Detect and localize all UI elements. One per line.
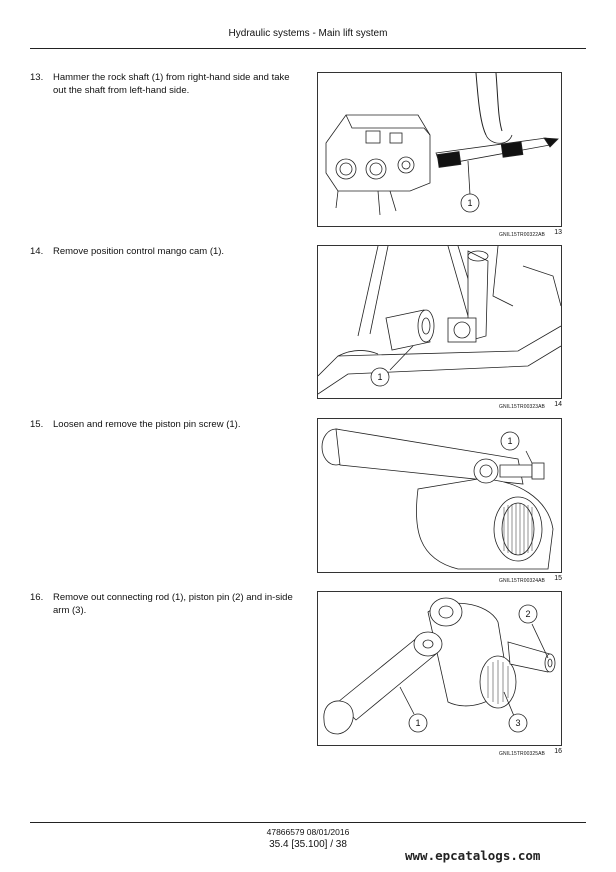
connecting-rod-illustration: 1 2 3 <box>323 597 556 735</box>
figure-13: 1 <box>317 72 562 227</box>
figure-code: GNIL15TR00323AB <box>499 404 545 410</box>
figure-number: 13 <box>554 229 562 236</box>
figure-number: 16 <box>554 748 562 755</box>
figure-number: 15 <box>554 575 562 582</box>
callout-label: 1 <box>467 198 472 208</box>
rock-shaft-illustration: 1 <box>325 73 559 216</box>
step-number: 15. <box>30 419 44 430</box>
callout-label: 1 <box>415 718 420 728</box>
figure-code: GNIL15TR00324AB <box>499 578 545 584</box>
mango-cam-illustration: 1 <box>318 246 561 395</box>
step-15: 15. Loosen and remove the piston pin scr… <box>30 418 300 431</box>
figure-code: GNIL15TR00322AB <box>499 232 545 238</box>
callout-label: 2 <box>525 609 530 619</box>
figure-15: 1 <box>317 418 562 573</box>
footer-doc-id: 47866579 08/01/2016 <box>266 827 350 837</box>
step-text: Hammer the rock shaft (1) from right-han… <box>53 72 290 96</box>
step-16: 16. Remove out connecting rod (1), pisto… <box>30 591 300 617</box>
piston-pin-screw-illustration: 1 <box>321 428 554 570</box>
footer-page-number: 35.4 [35.100] / 38 <box>269 839 347 850</box>
figure-14: 1 <box>317 245 562 399</box>
page-header: Hydraulic systems - Main lift system <box>228 28 388 39</box>
figure-number: 14 <box>554 401 562 408</box>
step-number: 13. <box>30 72 44 83</box>
figure-16: 1 2 3 <box>317 591 562 746</box>
step-number: 14. <box>30 246 44 257</box>
watermark-link[interactable]: www.epcatalogs.com <box>405 848 541 863</box>
footer-rule <box>30 822 586 823</box>
figure-code: GNIL15TR00325AB <box>499 751 545 757</box>
step-14: 14. Remove position control mango cam (1… <box>30 245 300 258</box>
callout-label: 1 <box>507 436 512 446</box>
callout-label: 1 <box>377 372 382 382</box>
step-text: Remove out connecting rod (1), piston pi… <box>53 592 293 616</box>
callout-label: 3 <box>515 718 520 728</box>
step-text: Loosen and remove the piston pin screw (… <box>53 419 241 430</box>
header-rule <box>30 48 586 49</box>
step-text: Remove position control mango cam (1). <box>53 246 225 257</box>
step-number: 16. <box>30 592 44 603</box>
step-13: 13. Hammer the rock shaft (1) from right… <box>30 71 300 97</box>
